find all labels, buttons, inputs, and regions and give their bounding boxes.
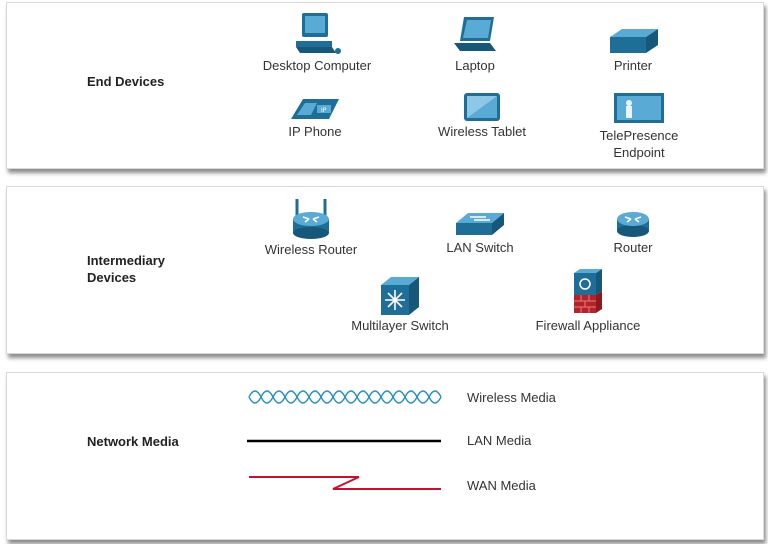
device-label: IP Phone (288, 124, 342, 139)
device-router: Router (583, 209, 683, 256)
network-media-panel: Network Media Wireless Media LAN Media W… (6, 372, 764, 540)
device-lan-switch: LAN Switch (425, 209, 535, 256)
device-wireless-tablet: Wireless Tablet (427, 91, 537, 140)
wireless-media-label: Wireless Media (467, 390, 556, 405)
device-wireless-router: Wireless Router (251, 197, 371, 258)
lan-switch-icon (456, 213, 504, 235)
ip-phone-icon: IP (291, 99, 339, 119)
device-laptop: Laptop (425, 13, 525, 74)
wan-media-line (249, 476, 441, 490)
printer-icon (610, 29, 658, 53)
device-label: Laptop (455, 58, 495, 73)
network-media-title: Network Media (87, 434, 179, 449)
desktop-computer-icon (296, 13, 341, 54)
router-icon (617, 212, 649, 237)
wan-media-label: WAN Media (467, 478, 536, 493)
device-desktop-computer: Desktop Computer (257, 11, 377, 74)
laptop-icon (454, 17, 496, 51)
device-printer: Printer (583, 25, 683, 74)
device-label: LAN Switch (446, 240, 514, 255)
device-label: Printer (613, 58, 653, 73)
device-label: Wireless Tablet (438, 124, 526, 139)
wireless-router-icon (293, 199, 329, 239)
wireless-media-line (248, 390, 442, 404)
end-devices-title: End Devices (87, 74, 165, 89)
device-multilayer-switch: Multilayer Switch (335, 275, 465, 334)
multilayer-switch-icon (381, 277, 419, 315)
device-label: Desktop Computer (262, 58, 372, 73)
device-ip-phone: IP IP Phone (265, 95, 365, 140)
telepresence-endpoint-icon (614, 93, 664, 123)
device-label: Router (613, 240, 653, 255)
wireless-tablet-icon (464, 93, 500, 121)
lan-media-line (247, 439, 441, 443)
device-label: Wireless Router (264, 242, 358, 257)
device-firewall-appliance: Firewall Appliance (523, 267, 653, 334)
firewall-appliance-icon (574, 269, 602, 313)
end-devices-panel: End Devices Desktop Computer Laptop Prin… (6, 2, 764, 169)
device-label: Multilayer Switch (351, 318, 449, 333)
device-label: TelePresence Endpoint (599, 128, 679, 160)
device-telepresence-endpoint: TelePresence Endpoint (579, 91, 699, 161)
intermediary-devices-panel: Intermediary Devices Wireless Router LAN… (6, 186, 764, 354)
svg-text:IP: IP (321, 107, 327, 114)
lan-media-label: LAN Media (467, 433, 532, 448)
intermediary-devices-title: Intermediary Devices (87, 253, 166, 285)
device-label: Firewall Appliance (535, 318, 641, 333)
